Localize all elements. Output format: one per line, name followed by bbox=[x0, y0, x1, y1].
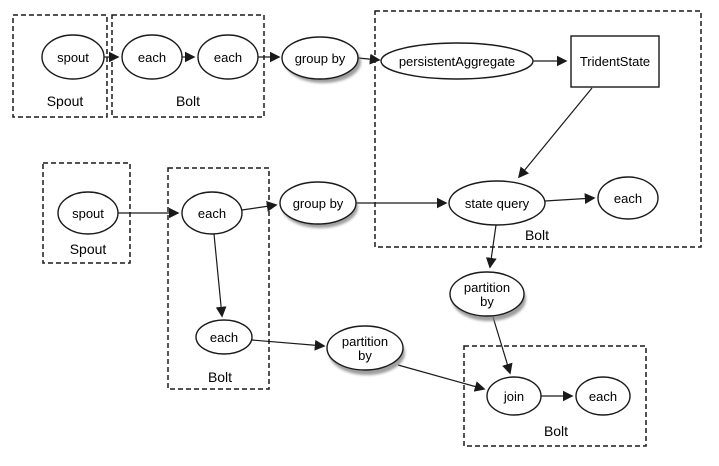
group-label-spout-top: Spout bbox=[47, 93, 84, 109]
node-label-each-mid: each bbox=[198, 206, 226, 221]
edge-state-query-to-partition-by-right bbox=[485, 224, 497, 269]
group-box-bolt-mid bbox=[167, 167, 270, 390]
group-box-bolt-right bbox=[374, 10, 702, 248]
edge-each-mid-to-each-lower bbox=[213, 233, 227, 318]
edge-each-lower-to-partition-by-left bbox=[251, 339, 326, 351]
node-label-each-top-2: each bbox=[214, 50, 242, 65]
node-label-partition-by-left-line1: partition bbox=[342, 334, 388, 349]
node-label-each-right: each bbox=[614, 191, 642, 206]
group-label-bolt-top: Bolt bbox=[176, 93, 200, 109]
group-label-bolt-right: Bolt bbox=[525, 227, 549, 243]
node-label-persistent-aggregate: persistentAggregate bbox=[399, 54, 515, 69]
node-each-top-1 bbox=[121, 34, 183, 80]
edge-partition-by-left-to-join bbox=[397, 364, 486, 392]
group-label-bolt-mid: Bolt bbox=[208, 369, 232, 385]
node-spout-mid bbox=[57, 191, 119, 235]
node-join bbox=[486, 376, 542, 416]
node-persistent-aggregate bbox=[380, 42, 534, 80]
node-group-by-mid bbox=[279, 181, 357, 225]
node-label-spout-top: spout bbox=[57, 50, 89, 65]
node-label-partition-by-right-line2: by bbox=[480, 294, 494, 309]
node-label-group-by-mid: group by bbox=[293, 196, 344, 211]
node-label-state-query: state query bbox=[465, 196, 530, 211]
node-group-by-top bbox=[281, 36, 359, 80]
node-each-top-2 bbox=[197, 34, 259, 80]
edge-each-mid-to-group-by bbox=[241, 200, 278, 212]
edge-state-query-to-each-right bbox=[544, 193, 596, 204]
node-label-partition-by-right-line1: partition bbox=[464, 280, 510, 295]
group-box-bolt-bottom bbox=[463, 345, 647, 447]
node-label-each-bottom: each bbox=[589, 389, 617, 404]
group-label-bolt-bottom: Bolt bbox=[544, 423, 568, 439]
node-label-each-lower: each bbox=[210, 330, 238, 345]
node-label-spout-mid: spout bbox=[72, 206, 104, 221]
edge-trident-state-to-state-query bbox=[517, 87, 593, 179]
node-label-partition-by-left-line2: by bbox=[358, 348, 372, 363]
node-label-join: join bbox=[503, 389, 524, 404]
node-state-query bbox=[448, 180, 546, 226]
node-each-bottom bbox=[575, 376, 631, 416]
group-label-spout-mid: Spout bbox=[70, 241, 107, 257]
edge-group-by-to-persistent-aggregate bbox=[357, 53, 381, 65]
group-box-spout-top bbox=[12, 14, 108, 118]
group-box-bolt-top bbox=[111, 14, 265, 118]
node-label-each-top-1: each bbox=[138, 50, 166, 65]
edge-partition-by-right-to-join bbox=[492, 316, 513, 375]
node-trident-state bbox=[570, 35, 660, 88]
node-label-trident-state: TridentState bbox=[580, 54, 650, 69]
node-label-group-by-top: group by bbox=[295, 51, 346, 66]
node-spout-top bbox=[41, 34, 105, 80]
node-each-mid bbox=[181, 191, 243, 235]
node-partition-by-left bbox=[326, 325, 404, 371]
node-partition-by-right bbox=[449, 271, 525, 317]
node-each-lower bbox=[195, 319, 253, 355]
node-each-right bbox=[597, 176, 659, 220]
